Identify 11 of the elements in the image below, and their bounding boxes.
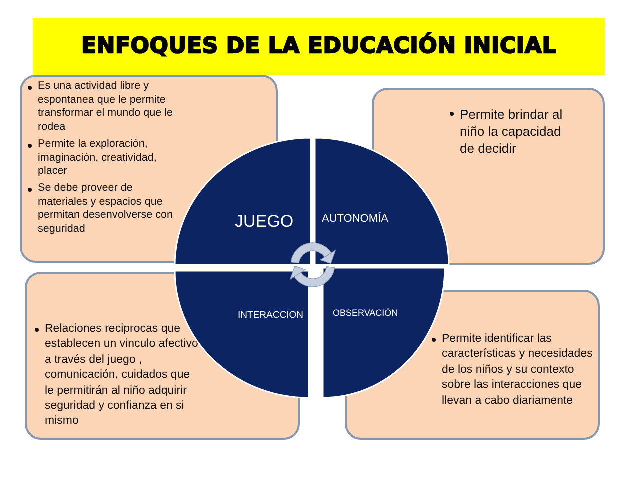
quadrant-label: OBSERVACIÓN <box>333 309 398 318</box>
quadrant-label: JUEGO <box>235 213 294 230</box>
title-text: ENFOQUES DE LA EDUCACIÓN INICIAL <box>81 34 557 59</box>
bullet-text: Permite la exploración, imaginación, creatividad, placer <box>26 138 182 179</box>
quadrant-label: AUTONOMÍA <box>322 214 388 225</box>
bullet-text: Permite identificar las características y necesidades de los niños y su contexto sobre las interacciones que llevan a cabo diariamente <box>430 332 598 410</box>
bullet-text: Es una actividad libre y espontanea que le permite transformar el mundo que le rodea <box>26 80 182 134</box>
bullet-text: Permite brindar al niño la capacidad de decidir <box>448 106 566 157</box>
bullet-text: Se debe proveer de materiales y espacios que permitan desenvolverse con seguridad <box>26 182 176 236</box>
bullet-text: Relaciones reciprocas que establecen un vinculo afectivo a través del juego , comunicación, cuidados que le permitirán al niño adquirir seguridad y confianza en si mismo <box>33 322 201 430</box>
quadrant-label: INTERACCION <box>238 311 304 320</box>
